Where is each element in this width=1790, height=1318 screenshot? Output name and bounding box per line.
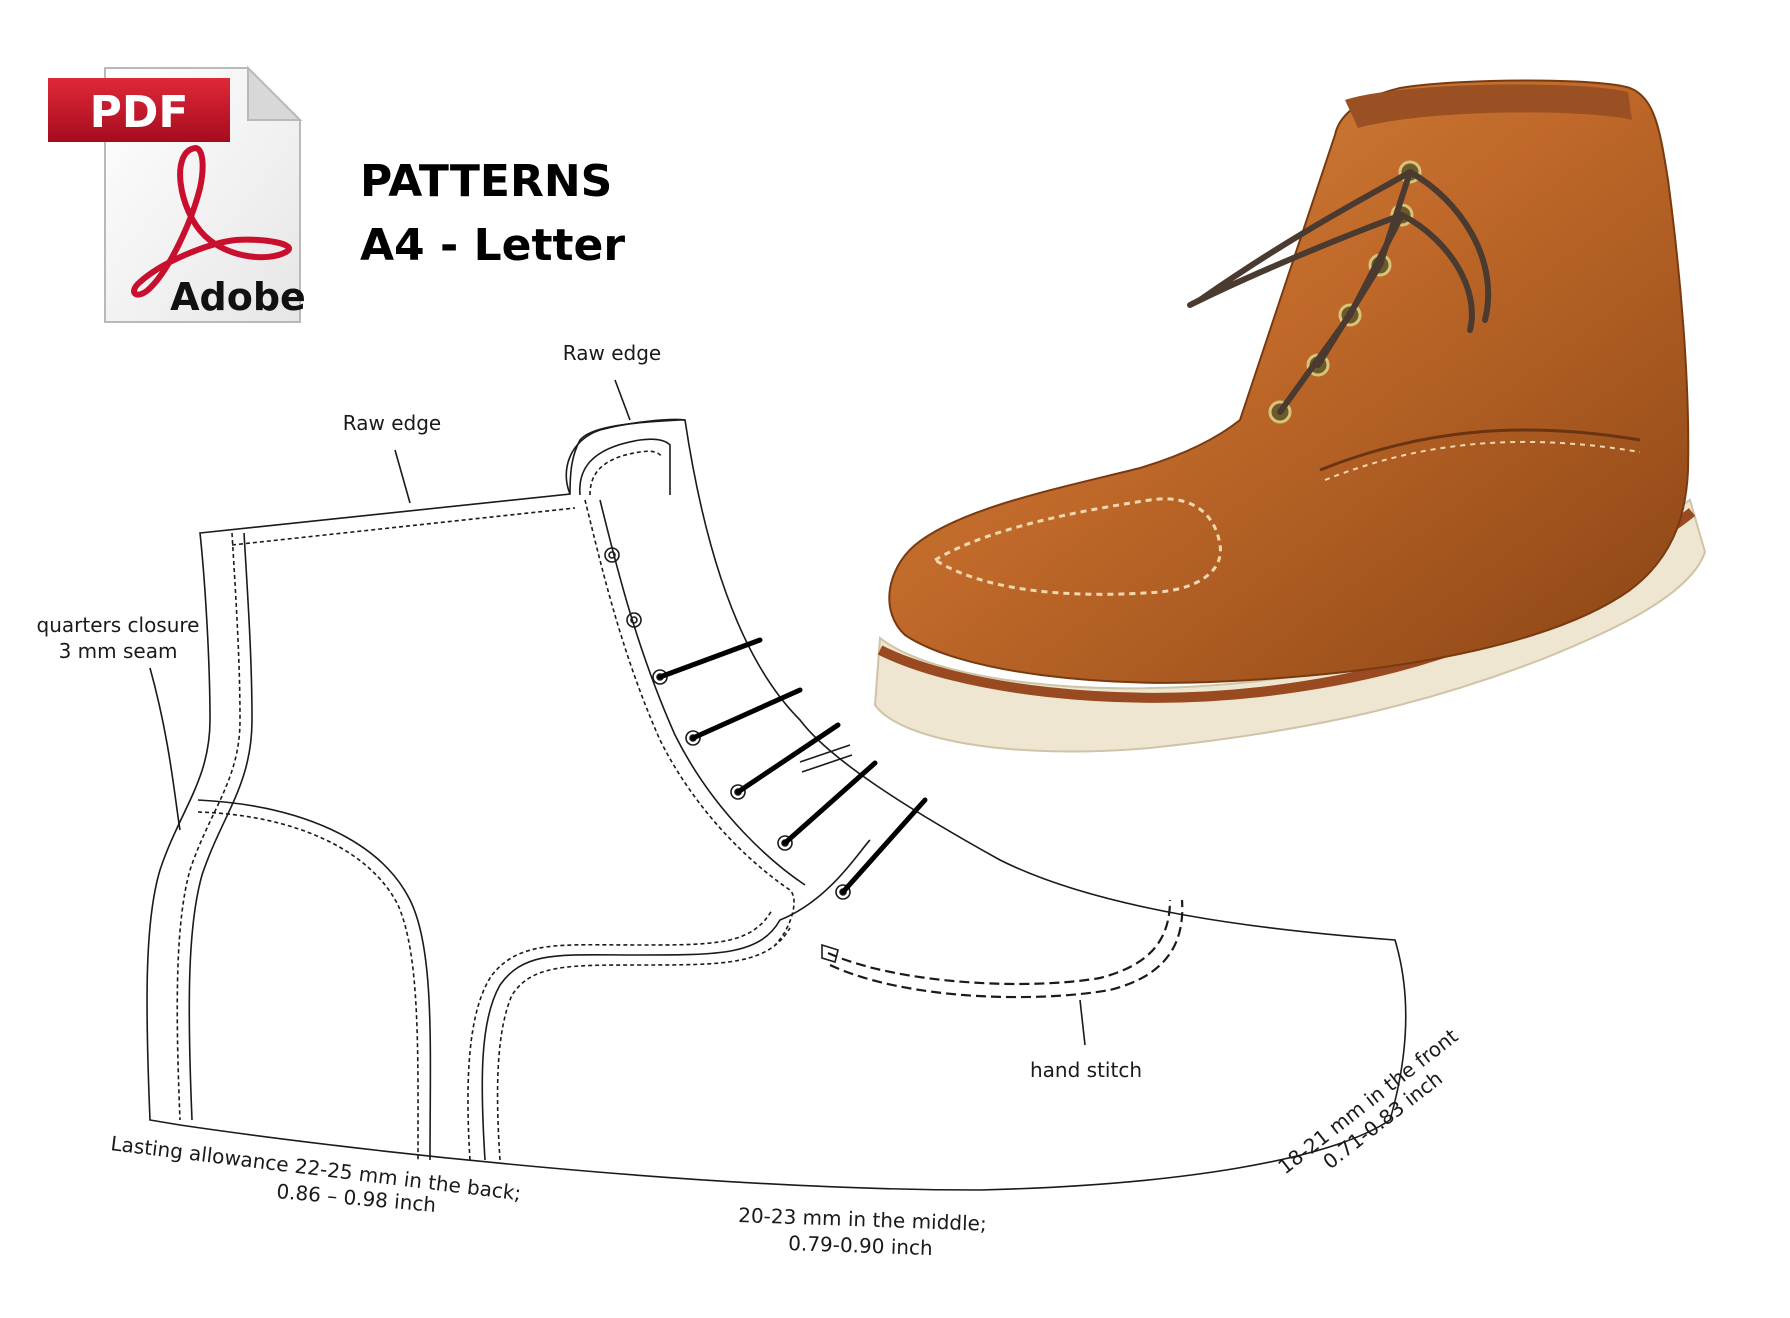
label-lasting-middle-inch: 0.79-0.90 inch xyxy=(788,1231,933,1260)
pattern-eyelets xyxy=(604,547,851,900)
pdf-file-icon: PDF Adobe xyxy=(48,65,306,323)
boot-sole xyxy=(873,498,1707,753)
label-lasting-front: 18-21 mm in the front xyxy=(1273,1024,1462,1179)
pdf-badge xyxy=(48,78,230,142)
leader-quarters xyxy=(149,667,181,831)
boot-pattern-drawing xyxy=(146,379,1407,1191)
leader-hand-stitch xyxy=(1079,999,1086,1046)
acrobat-logo-icon xyxy=(131,145,292,298)
label-raw-edge-left: Raw edge xyxy=(343,411,441,435)
boot-laces xyxy=(1187,169,1492,415)
label-hand-stitch: hand stitch xyxy=(1030,1058,1142,1082)
label-raw-edge-top: Raw edge xyxy=(563,341,661,365)
pattern-hand-stitch xyxy=(827,899,1172,986)
label-seam-size: 3 mm seam xyxy=(59,639,178,663)
pattern-outline xyxy=(146,419,1407,1191)
title-line-2: A4 - Letter xyxy=(360,220,625,271)
boot-photo xyxy=(873,79,1707,753)
pdf-badge-label: PDF xyxy=(90,87,189,138)
title-line-1: PATTERNS xyxy=(360,156,612,207)
leader-raw-edge-left xyxy=(394,449,411,504)
leader-raw-edge-top xyxy=(614,379,631,421)
pattern-counter-seam xyxy=(197,799,432,1161)
pattern-facing xyxy=(565,418,686,495)
boot-upper xyxy=(888,79,1690,684)
pattern-vamp-seam xyxy=(481,839,871,1161)
pattern-lace-lines xyxy=(657,637,928,895)
label-lasting-middle: 20-23 mm in the middle; xyxy=(738,1203,987,1236)
label-quarters-closure: quarters closure xyxy=(37,613,200,637)
adobe-brand-label: Adobe xyxy=(170,275,306,319)
